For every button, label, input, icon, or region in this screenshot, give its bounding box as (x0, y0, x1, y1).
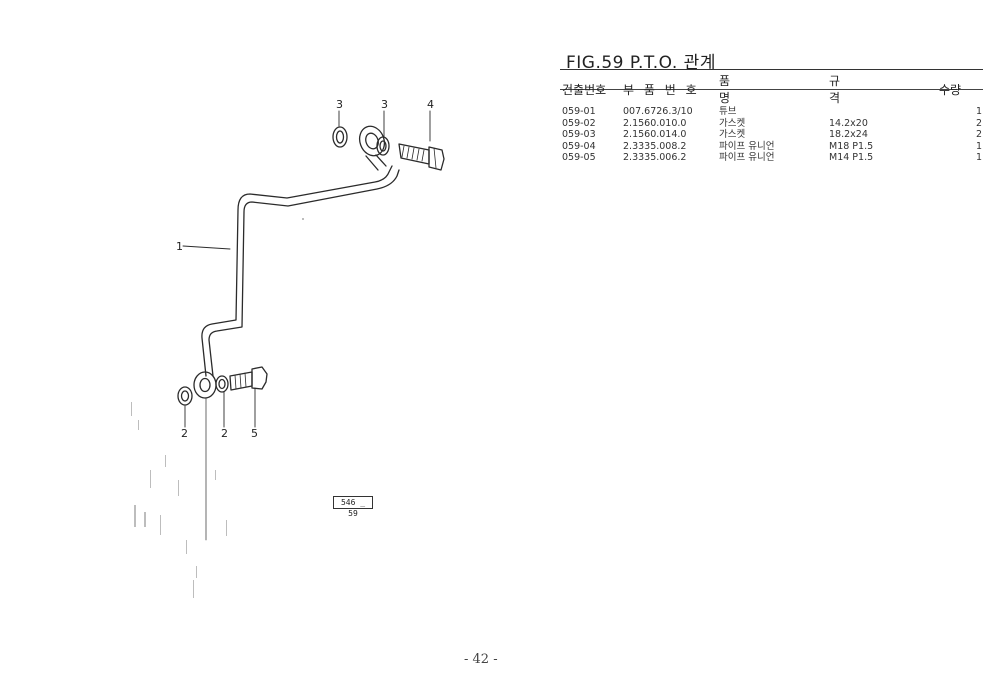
cell-qty: 1 (975, 106, 982, 118)
gasket-3-right (376, 136, 390, 156)
cell-part-name: 가스켓 (719, 117, 746, 129)
cell-spec: M14 P1.5 (829, 152, 874, 164)
cell-ref-no: 059-01 (562, 106, 596, 118)
col-header-qty: 수량 (939, 82, 962, 97)
page-number: - 42 - (464, 652, 498, 667)
cell-qty: 2 (975, 129, 982, 141)
cell-ref-no: 059-04 (562, 140, 596, 152)
cell-part-no: 007.6726.3/10 (623, 106, 693, 118)
table-row: 059-04 2.3335.008.2 파이프 유니언 M18 P1.5 1 (562, 141, 982, 153)
callout-1: 1 (176, 240, 183, 253)
upper-banjo-neck (365, 154, 387, 171)
cell-qty: 1 (975, 152, 982, 164)
cell-ref-no: 059-02 (562, 117, 596, 129)
cell-spec: 14.2x20 (829, 117, 868, 129)
cell-qty: 2 (975, 117, 982, 129)
col-header-part-name: 품 명 (719, 74, 761, 105)
cell-ref-no: 059-05 (562, 152, 596, 164)
figure-reference-code: 546 _ 59 (333, 496, 373, 518)
callout-3-right: 3 (381, 98, 388, 111)
lower-banjo-eye (193, 371, 217, 399)
leader-1 (182, 245, 231, 250)
col-header-spec: 규 격 (829, 74, 871, 105)
cell-part-no: 2.3335.006.2 (623, 152, 687, 164)
table-row: 059-02 2.1560.010.0 가스켓 14.2x20 2 (562, 118, 982, 130)
scan-noise (131, 218, 304, 598)
cell-part-name: 파이프 유니언 (719, 152, 775, 164)
cell-qty: 1 (975, 140, 982, 152)
title-rule (560, 69, 983, 70)
tube-outer-line (201, 165, 393, 377)
upper-banjo-hole (365, 132, 379, 150)
cell-part-name: 가스켓 (719, 129, 746, 141)
col-header-part-no: 부 품 번 호 (623, 82, 700, 97)
callout-2-right: 2 (221, 427, 228, 440)
table-row: 059-05 2.3335.006.2 파이프 유니언 M14 P1.5 1 (562, 152, 982, 164)
header-rule (560, 89, 983, 90)
cell-spec: 18.2x24 (829, 129, 868, 141)
gasket-2-right (215, 375, 229, 393)
gasket-3-left (332, 126, 348, 148)
table-row: 059-01 007.6726.3/10 튜브 1 (562, 106, 982, 118)
parts-table: 건출번호 부 품 번 호 품 명 규 격 수량 059-01 007.6726.… (562, 72, 982, 164)
figure-title: FIG.59 P.T.O. 관계 (566, 53, 716, 73)
cell-part-name: 파이프 유니언 (719, 140, 775, 152)
callout-4: 4 (427, 98, 434, 111)
cell-part-no: 2.1560.010.0 (623, 117, 687, 129)
callout-3-left: 3 (336, 98, 343, 111)
cell-part-name: 튜브 (719, 106, 737, 118)
cell-ref-no: 059-03 (562, 129, 596, 141)
callout-5: 5 (251, 427, 258, 440)
gasket-2-left (177, 386, 193, 406)
table-header-row: 건출번호 부 품 번 호 품 명 규 격 수량 (562, 72, 982, 106)
cell-spec: M18 P1.5 (829, 140, 874, 152)
col-header-ref-no: 건출번호 (562, 82, 607, 97)
cell-part-no: 2.1560.014.0 (623, 129, 687, 141)
table-row: 059-03 2.1560.014.0 가스켓 18.2x24 2 (562, 129, 982, 141)
tube-inner-line (208, 169, 400, 377)
cell-part-no: 2.3335.008.2 (623, 140, 687, 152)
callout-2-left: 2 (181, 427, 188, 440)
